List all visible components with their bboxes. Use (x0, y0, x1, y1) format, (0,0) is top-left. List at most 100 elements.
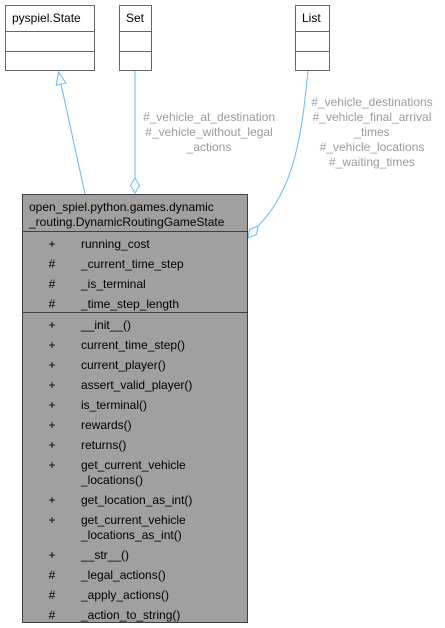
method-row[interactable]: + rewards() (23, 415, 247, 435)
method-name-line: rewards() (81, 418, 132, 432)
visibility-marker: + (48, 493, 56, 507)
method-name-line: _legal_actions() (81, 568, 166, 582)
method-name-line: _locations() (81, 473, 144, 487)
edge-label-line: #_vehicle_without_legal (145, 125, 273, 139)
edge-label-line: #_vehicle_at_destination (142, 110, 276, 124)
method-name: _apply_actions() (81, 585, 169, 605)
method-name: get_current_vehicle_locations() (81, 458, 186, 488)
class-pyspiel-state[interactable]: pyspiel.State (5, 5, 95, 71)
visibility-marker: + (48, 358, 56, 372)
edge-label-line: #_vehicle_final_arrival (312, 110, 432, 124)
class-title: open_spiel.python.games.dynamic _routing… (23, 195, 247, 231)
visibility-marker: + (48, 548, 56, 562)
method-name-line: get_current_vehicle (81, 513, 186, 527)
method-name: __str__() (81, 545, 129, 565)
edge-label-line: #_vehicle_destinations (311, 95, 433, 109)
method-name: is_terminal() (81, 395, 147, 415)
method-row[interactable]: + __str__() (23, 545, 247, 565)
method-name-line: __str__() (81, 548, 130, 562)
visibility-marker: + (48, 513, 56, 527)
methods-section (6, 51, 94, 70)
attribute-row[interactable]: # _time_step_length (23, 294, 247, 314)
edge-label-line: _actions (186, 140, 232, 154)
method-row[interactable]: + get_current_vehicle_locations_as_int() (23, 510, 247, 545)
visibility-marker: # (48, 588, 56, 602)
attributes-section: + running_cost # _current_time_step # _is_ter… (23, 231, 247, 312)
list-composition-edge (257, 70, 309, 227)
method-name: current_player() (81, 355, 166, 375)
method-row[interactable]: + get_location_as_int() (23, 490, 247, 510)
method-row[interactable]: + returns() (23, 435, 247, 455)
method-name: assert_valid_player() (81, 375, 192, 395)
visibility-marker: + (48, 318, 56, 332)
method-row[interactable]: # _legal_actions() (23, 565, 247, 585)
attribute-name-line: running_cost (81, 237, 150, 251)
method-name-line: get_location_as_int() (81, 493, 193, 507)
visibility-marker: # (48, 257, 56, 271)
visibility-marker: # (48, 277, 56, 291)
method-row[interactable]: + assert_valid_player() (23, 375, 247, 395)
method-row[interactable]: # _action_to_string() (23, 605, 247, 625)
inheritance-arrowhead (55, 70, 67, 86)
class-set[interactable]: Set (119, 5, 152, 71)
method-name-line: get_current_vehicle (81, 458, 186, 472)
method-name-line: current_time_step() (81, 338, 186, 352)
attribute-row[interactable]: # _is_terminal (23, 274, 247, 294)
attribute-name-line: _time_step_length (81, 297, 180, 311)
inheritance-edge (60, 83, 86, 195)
visibility-marker: # (48, 297, 56, 311)
visibility-marker: + (48, 438, 56, 452)
method-row[interactable]: # _apply_actions() (23, 585, 247, 605)
attributes-section (120, 31, 151, 51)
attribute-name-line: _is_terminal (81, 277, 146, 291)
attribute-row[interactable]: # _current_time_step (23, 254, 247, 274)
method-name-line: _action_to_string() (81, 608, 181, 622)
methods-section (296, 51, 329, 70)
method-name-line: _locations_as_int() (81, 528, 182, 542)
method-name: returns() (81, 435, 126, 455)
method-name-line: returns() (81, 438, 127, 452)
attribute-name: _current_time_step (81, 254, 184, 274)
visibility-marker: # (48, 568, 56, 582)
method-name-line: _apply_actions() (81, 588, 170, 602)
list-composition-diamond (247, 225, 259, 239)
method-name-line: current_player() (81, 358, 166, 372)
method-row[interactable]: + current_player() (23, 355, 247, 375)
set-composition-diamond (129, 177, 141, 194)
methods-section (120, 51, 151, 70)
method-name: _legal_actions() (81, 565, 166, 585)
attribute-name: running_cost (81, 234, 150, 254)
visibility-marker: + (48, 418, 56, 432)
method-name-line: is_terminal() (81, 398, 148, 412)
method-row[interactable]: + current_time_step() (23, 335, 247, 355)
visibility-marker: + (48, 378, 56, 392)
attributes-section (296, 31, 329, 51)
visibility-marker: # (48, 608, 56, 622)
class-title-line: _routing.DynamicRoutingGameState (29, 215, 225, 229)
method-name-line: __init__() (81, 318, 132, 332)
method-row[interactable]: + get_current_vehicle_locations() (23, 455, 247, 490)
visibility-marker: + (48, 458, 56, 472)
visibility-marker: + (48, 338, 56, 352)
method-name: _action_to_string() (81, 605, 180, 625)
method-name-line: assert_valid_player() (81, 378, 193, 392)
visibility-marker: + (48, 237, 56, 251)
attribute-name-line: _current_time_step (81, 257, 184, 271)
method-name: rewards() (81, 415, 132, 435)
method-name: get_location_as_int() (81, 490, 192, 510)
edge-label-line: #_vehicle_locations (319, 140, 425, 154)
attribute-row[interactable]: + running_cost (23, 234, 247, 254)
method-name: __init__() (81, 315, 131, 335)
attribute-name: _is_terminal (81, 274, 146, 294)
method-row[interactable]: + is_terminal() (23, 395, 247, 415)
class-title: pyspiel.State (12, 11, 81, 25)
class-dynamic-routing-game-state[interactable]: open_spiel.python.games.dynamic _routing… (22, 194, 248, 623)
methods-section: + __init__() + current_time_step() + current_… (23, 312, 247, 625)
class-list[interactable]: List (295, 5, 330, 71)
class-title-line: open_spiel.python.games.dynamic (29, 200, 214, 214)
visibility-marker: + (48, 398, 56, 412)
method-row[interactable]: + __init__() (23, 315, 247, 335)
method-name: get_current_vehicle_locations_as_int() (81, 513, 186, 543)
class-title: List (302, 11, 321, 25)
